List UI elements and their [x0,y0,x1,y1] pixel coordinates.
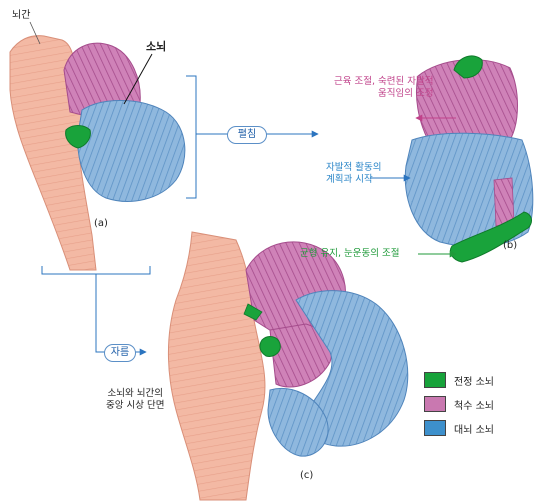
panel-c-label: (c) [300,470,313,483]
planning-line-1: 자발적 활동의 [326,162,381,174]
legend-swatch-cerebro [424,420,446,436]
legend-swatch-spino [424,396,446,412]
balance-label: 균형 유지, 눈운동의 조절 [300,248,399,260]
legend-label-spino: 척수 소뇌 [454,397,494,412]
panel-a-label: (a) [94,218,108,231]
midsagittal-line-1: 소뇌와 뇌간의 [106,388,164,400]
midsagittal-caption: 소뇌와 뇌간의 중앙 시상 단면 [106,388,164,412]
panel-a-brain [10,22,185,270]
panel-b-label: (b) [503,240,517,253]
legend-label-vestibulo: 전정 소뇌 [454,373,494,388]
unfold-pill: 펼침 [227,126,267,144]
midsagittal-line-2: 중앙 시상 단면 [106,400,164,412]
planning-label: 자발적 활동의 계획과 시작 [326,162,381,186]
planning-line-2: 계획과 시작 [326,174,381,186]
motor-coordination-label: 근육 조절, 숙련된 자발적 움직임의 조정 [334,76,433,100]
legend-swatch-vestibulo [424,372,446,388]
unfold-label: 펼침 [238,129,256,140]
cut-label: 자름 [111,347,129,358]
motor-line-1: 근육 조절, 숙련된 자발적 [334,76,433,88]
bracket-a [186,76,196,198]
brainstem-label: 뇌간 [12,10,30,23]
cerebellum-label: 소뇌 [146,40,166,54]
motor-line-2: 움직임의 조정 [334,88,433,100]
legend-label-cerebro: 대뇌 소뇌 [454,421,494,436]
cut-arrow [96,274,146,352]
cut-pill: 자름 [104,344,136,362]
panel-c-brain [168,232,407,500]
